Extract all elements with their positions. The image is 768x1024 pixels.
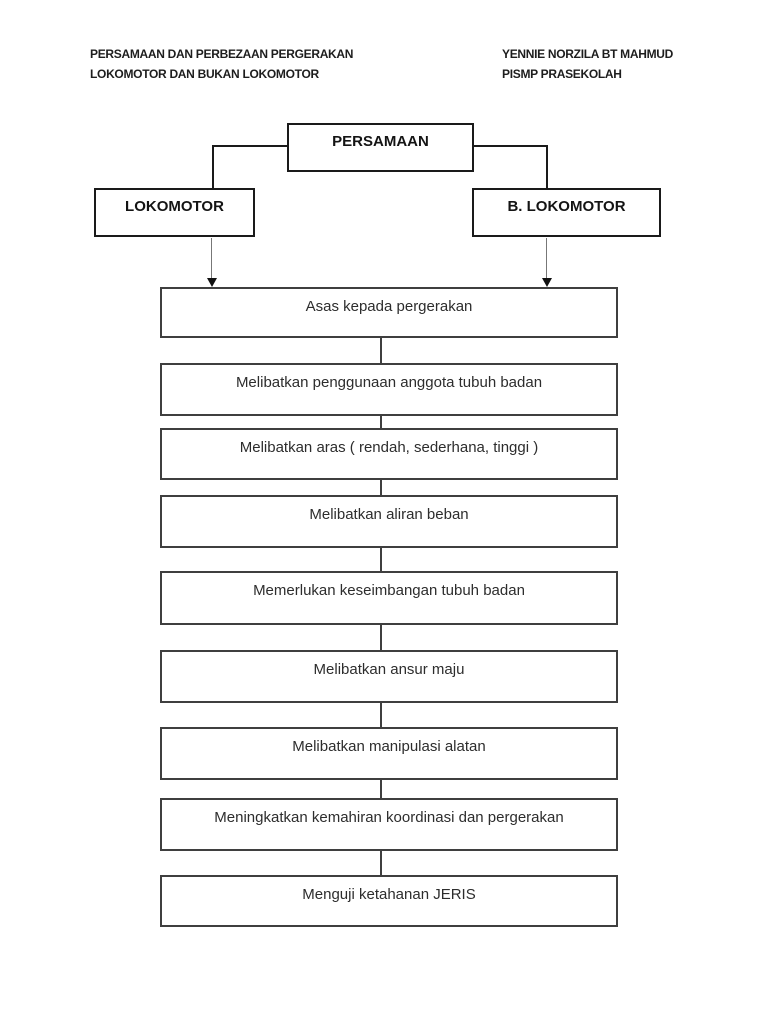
item-box-asas-kepada-pergerakan: Asas kepada pergerakan bbox=[160, 287, 618, 338]
connector-line bbox=[212, 145, 214, 190]
item-box-manipulasi-alatan: Melibatkan manipulasi alatan bbox=[160, 727, 618, 780]
item-label: Memerlukan keseimbangan tubuh badan bbox=[253, 582, 525, 599]
node-lokomotor: LOKOMOTOR bbox=[94, 188, 255, 237]
item-box-koordinasi: Meningkatkan kemahiran koordinasi dan pe… bbox=[160, 798, 618, 851]
item-box-aliran-beban: Melibatkan aliran beban bbox=[160, 495, 618, 548]
header-author-program: PISMP PRASEKOLAH bbox=[502, 67, 622, 81]
connector-line bbox=[546, 145, 548, 190]
connector-line bbox=[546, 238, 547, 280]
item-label: Melibatkan aliran beban bbox=[309, 506, 469, 523]
connector-line bbox=[380, 480, 382, 495]
node-persamaan-label: PERSAMAAN bbox=[332, 133, 429, 150]
arrowhead-down-icon bbox=[207, 278, 217, 287]
connector-line bbox=[211, 238, 212, 280]
connector-line bbox=[380, 625, 382, 650]
item-box-ansur-maju: Melibatkan ansur maju bbox=[160, 650, 618, 703]
item-box-ketahanan-jeris: Menguji ketahanan JERIS bbox=[160, 875, 618, 927]
connector-line bbox=[212, 145, 289, 147]
item-label: Asas kepada pergerakan bbox=[305, 298, 473, 315]
connector-line bbox=[380, 548, 382, 571]
connector-line bbox=[380, 851, 382, 875]
header-author-name: YENNIE NORZILA BT MAHMUD bbox=[502, 47, 674, 61]
arrowhead-down-icon bbox=[542, 278, 552, 287]
connector-line bbox=[380, 416, 382, 428]
node-b-lokomotor-label: B. LOKOMOTOR bbox=[507, 198, 626, 215]
connector-line bbox=[380, 780, 382, 798]
node-lokomotor-label: LOKOMOTOR bbox=[125, 198, 224, 215]
connector-line bbox=[472, 145, 548, 147]
node-persamaan: PERSAMAAN bbox=[287, 123, 474, 172]
node-b-lokomotor: B. LOKOMOTOR bbox=[472, 188, 661, 237]
connector-line bbox=[380, 338, 382, 363]
header-title-line1: PERSAMAAN DAN PERBEZAAN PERGERAKAN bbox=[90, 47, 354, 61]
header-title-line2: LOKOMOTOR DAN BUKAN LOKOMOTOR bbox=[90, 67, 319, 81]
header-author-block: YENNIE NORZILA BT MAHMUD PISMP PRASEKOLA… bbox=[502, 44, 673, 84]
item-label: Melibatkan manipulasi alatan bbox=[292, 738, 486, 755]
item-box-aras: Melibatkan aras ( rendah, sederhana, tin… bbox=[160, 428, 618, 480]
header-title-block: PERSAMAAN DAN PERBEZAAN PERGERAKAN LOKOM… bbox=[90, 44, 353, 84]
item-box-penggunaan-anggota: Melibatkan penggunaan anggota tubuh bada… bbox=[160, 363, 618, 416]
item-label: Menguji ketahanan JERIS bbox=[302, 886, 476, 903]
item-label: Melibatkan penggunaan anggota tubuh bada… bbox=[235, 374, 543, 391]
item-label: Melibatkan aras ( rendah, sederhana, tin… bbox=[239, 439, 539, 456]
connector-line bbox=[380, 703, 382, 727]
item-label: Melibatkan ansur maju bbox=[313, 661, 465, 678]
item-label: Meningkatkan kemahiran koordinasi dan pe… bbox=[214, 809, 564, 826]
item-box-keseimbangan: Memerlukan keseimbangan tubuh badan bbox=[160, 571, 618, 625]
